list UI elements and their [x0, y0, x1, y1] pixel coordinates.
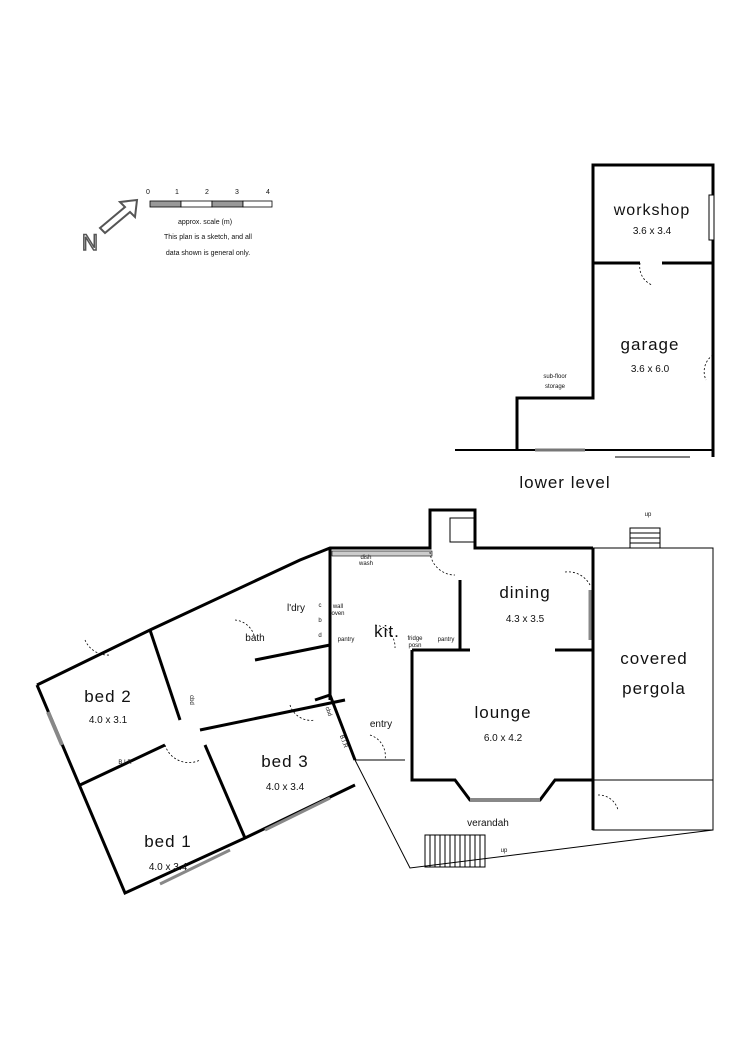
- fridge-label: fridge: [407, 636, 423, 642]
- level-title: lower level: [519, 473, 610, 492]
- pantry-label: pantry: [338, 637, 355, 643]
- main-level-plan: dining 4.3 x 3.5 lounge 6.0 x 4.2 bed 2 …: [35, 508, 714, 896]
- stairs: [424, 527, 661, 868]
- room-name: bed 2: [84, 687, 132, 706]
- lower-level-plan: workshop 3.6 x 3.4 garage 3.6 x 6.0 sub-…: [455, 163, 715, 492]
- pantry-label: pantry: [438, 637, 455, 643]
- room-size: 4.0 x 3.4: [149, 862, 188, 873]
- room-name: workshop: [613, 202, 690, 219]
- sub-floor-label: sub-floor: [543, 374, 566, 380]
- stairs-up-label: up: [501, 848, 508, 854]
- sub-floor-label: storage: [545, 384, 566, 390]
- room-name: garage: [621, 335, 680, 354]
- scale-tick: 2: [205, 189, 209, 196]
- scale-caption: approx. scale (m): [178, 219, 232, 226]
- scale-bar: 0 1 2 3 4 approx. scale (m) This plan is…: [146, 189, 273, 257]
- kitchen-label: kit.: [374, 622, 400, 641]
- laundry-label: l'dry: [287, 603, 305, 614]
- cupboard-b: b: [318, 618, 322, 624]
- cupboard-label: cbd: [323, 706, 332, 717]
- scale-tick: 4: [266, 189, 270, 196]
- room-size: 6.0 x 4.2: [484, 733, 523, 744]
- pergola-label: pergola: [622, 679, 686, 698]
- verandah-label: verandah: [467, 818, 509, 829]
- cupboard-label: cbd: [188, 695, 194, 705]
- wall-oven-label: oven: [331, 611, 344, 617]
- fridge-label: posn: [408, 643, 421, 649]
- disclaimer-line1: This plan is a sketch, and all: [164, 234, 252, 241]
- stairs-up-label: up: [645, 512, 652, 518]
- cupboard-c: c: [319, 603, 322, 609]
- bath-label: bath: [245, 633, 264, 644]
- dishwasher-label: dish: [360, 555, 371, 561]
- room-size: 4.0 x 3.4: [266, 782, 305, 793]
- bir-label: B.I.R: [338, 734, 348, 749]
- room-size: 3.6 x 6.0: [631, 364, 670, 375]
- room-size: 3.6 x 3.4: [633, 226, 672, 237]
- scale-tick: 1: [175, 189, 179, 196]
- cupboard-d: d: [318, 633, 321, 639]
- room-name: dining: [499, 583, 550, 602]
- north-arrow-icon: N: [81, 198, 139, 256]
- bir-label: B.I.R: [118, 760, 132, 766]
- room-name: bed 3: [261, 752, 309, 771]
- scale-tick: 0: [146, 189, 150, 196]
- disclaimer-line2: data shown is general only.: [166, 250, 250, 257]
- entry-label: entry: [370, 719, 392, 730]
- scale-tick: 3: [235, 189, 239, 196]
- room-size: 4.0 x 3.1: [89, 715, 128, 726]
- room-name: bed 1: [144, 832, 192, 851]
- north-label: N: [82, 230, 98, 255]
- pergola-label: covered: [620, 649, 687, 668]
- room-name: lounge: [474, 703, 531, 722]
- room-size: 4.3 x 3.5: [506, 614, 545, 625]
- wall-oven-label: wall: [332, 604, 343, 610]
- dishwasher-label: wash: [358, 561, 373, 567]
